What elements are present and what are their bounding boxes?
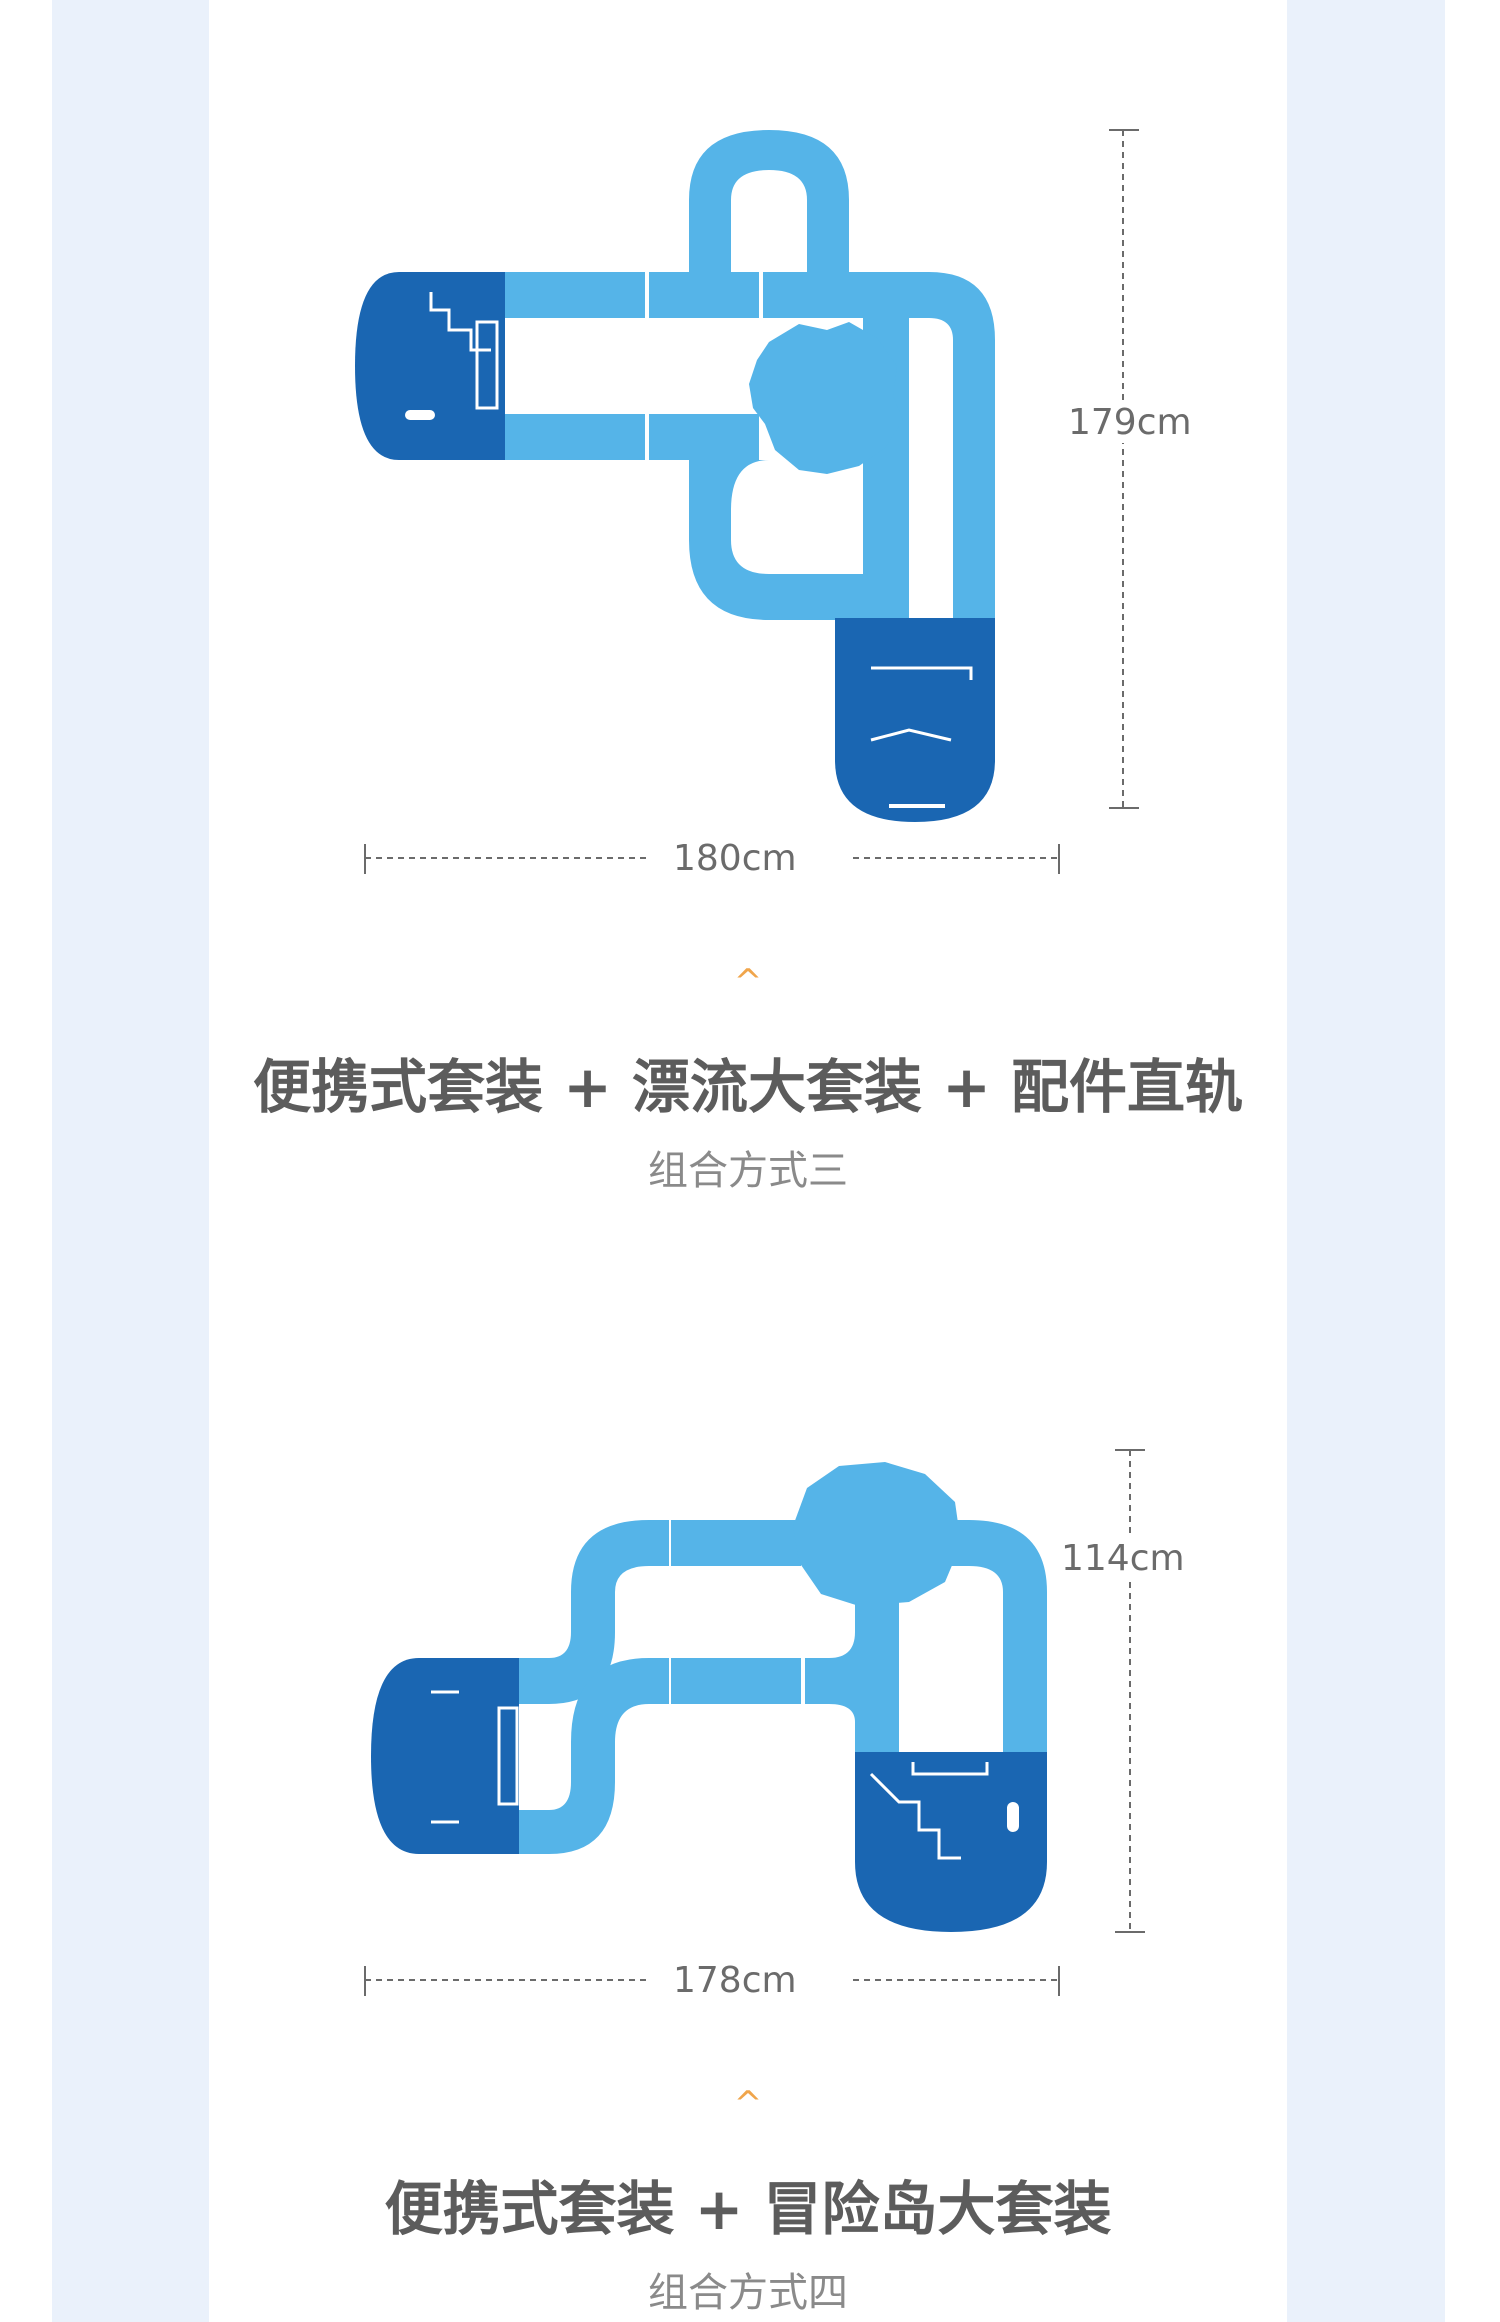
- caret-up-icon: ^: [733, 2084, 763, 2124]
- combination-title: 便携式套装 + 漂流大套装 + 配件直轨: [253, 1053, 1243, 1121]
- bottom-station-gate-icon: [911, 1762, 989, 1776]
- height-dimension-label: 114cm: [1057, 1538, 1189, 1579]
- station-stairs-icon: [869, 1772, 961, 1860]
- combination-subtitle: 组合方式四: [648, 2270, 848, 2316]
- straight-track-bottom-2: [649, 414, 759, 460]
- width-dimension-ticks: [364, 1966, 1060, 1996]
- right-background-band: [1287, 0, 1445, 2322]
- station-lines-icon: [431, 1690, 459, 1824]
- track-layout-four-diagram: [364, 1449, 1145, 1996]
- right-curve-track: [949, 1520, 1047, 1752]
- station-slot-icon: [1007, 1802, 1019, 1832]
- track-layout-three-diagram: [355, 129, 1139, 874]
- width-dimension-label: 178cm: [669, 1960, 801, 2001]
- station-gate-icon: [475, 320, 499, 410]
- right-curve-track: [909, 272, 995, 620]
- top-loop-track: [689, 130, 849, 272]
- straight-track-top-1: [505, 272, 645, 318]
- combination-subtitle: 组合方式三: [648, 1148, 848, 1194]
- width-dimension-ticks: [364, 844, 1060, 874]
- height-dimension-label: 179cm: [1064, 402, 1196, 443]
- combination-three-section: 179cm 180cm ^ 便携式套装 + 漂流大套装 + 配件直轨 组合方式三: [209, 0, 1287, 1194]
- bottom-station-piece: [835, 618, 995, 822]
- left-station-piece: [355, 272, 505, 460]
- left-station-piece: [371, 1658, 519, 1854]
- lower-s-curve-track: [519, 1658, 669, 1854]
- island-rock-piece: [793, 1462, 961, 1606]
- height-dimension-ticks: [1115, 1449, 1145, 1933]
- bottom-station-gate-icon: [870, 666, 973, 742]
- straight-track-top-2: [649, 272, 759, 318]
- station-gate-icon: [497, 1706, 519, 1806]
- caret-up-icon: ^: [733, 962, 763, 1002]
- inner-junction-track: [805, 1582, 899, 1752]
- station-stairs-icon: [429, 292, 491, 352]
- station-slot-icon: [405, 410, 435, 420]
- island-rock-piece: [749, 322, 903, 474]
- straight-track-bottom-1: [505, 414, 645, 460]
- combination-title: 便携式套装 + 冒险岛大套装: [384, 2175, 1112, 2243]
- straight-track-top: [671, 1520, 801, 1566]
- height-dimension-ticks: [1109, 129, 1139, 809]
- left-background-band: [52, 0, 209, 2322]
- straight-track-middle: [671, 1658, 801, 1704]
- combination-four-section: 114cm 178cm ^ 便携式套装 + 冒险岛大套装 组合方式四: [209, 1162, 1287, 2322]
- lower-s-curve-track: [689, 460, 863, 620]
- width-dimension-label: 180cm: [669, 838, 801, 879]
- upper-s-curve-track: [519, 1520, 669, 1704]
- straight-track-top-3: [763, 272, 909, 318]
- bottom-station-piece: [855, 1752, 1047, 1932]
